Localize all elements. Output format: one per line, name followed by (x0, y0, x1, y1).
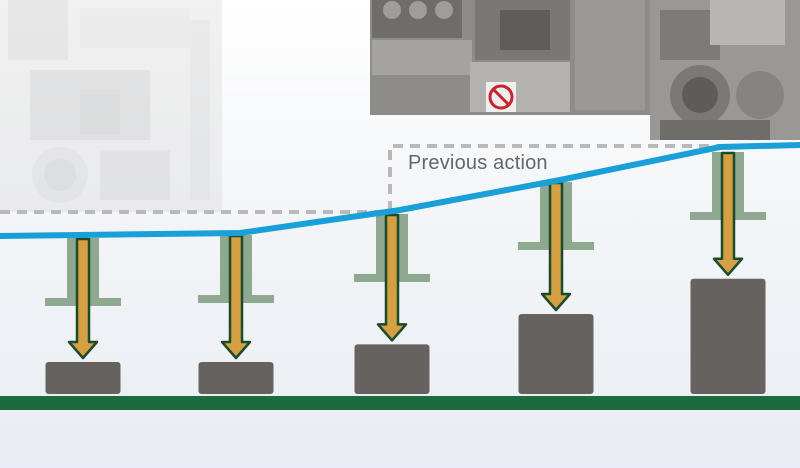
workpiece-4 (518, 314, 594, 394)
workpiece-2 (198, 362, 274, 394)
conveyor-belt (0, 396, 800, 410)
profile-line (0, 142, 800, 239)
downward-arrow-icon-5 (712, 151, 744, 277)
downward-arrow-icon-2 (220, 234, 252, 360)
workpiece-1 (45, 362, 121, 394)
downward-arrow-icon-4 (540, 181, 572, 312)
previous-position-outline (0, 144, 800, 214)
workpiece-3 (354, 344, 430, 394)
workpieces (45, 278, 766, 394)
machine-previous-ghost (0, 0, 222, 212)
workpiece-5 (690, 278, 766, 394)
downward-arrow-icon-3 (376, 213, 408, 342)
machine-head (370, 0, 800, 140)
sensor-arrows (67, 151, 744, 360)
no-hands-warning-icon (486, 82, 516, 112)
previous-action-label: Previous action (408, 152, 548, 174)
downward-arrow-icon-1 (67, 237, 99, 360)
